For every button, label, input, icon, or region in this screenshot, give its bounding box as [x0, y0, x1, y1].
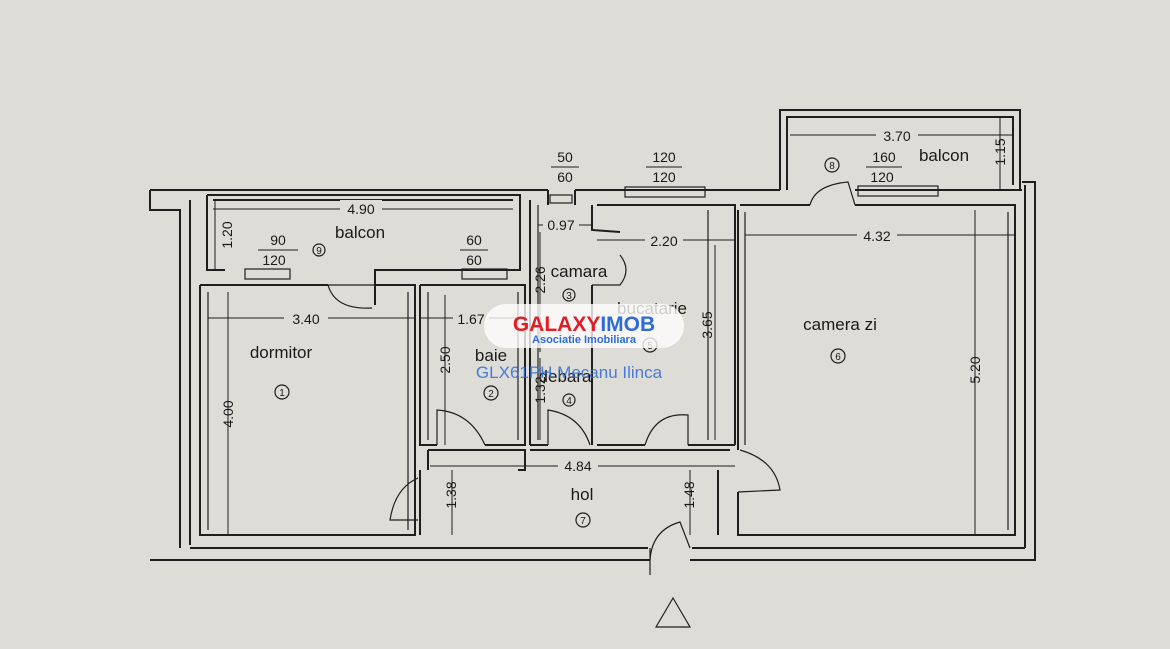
room-number-dormitor: 1 [279, 388, 285, 399]
dimension-labels: 4.90 1.20 3.40 4.00 1.67 2.50 0.97 2.26 … [219, 127, 1008, 509]
dim-baie-width: 1.67 [457, 311, 484, 327]
room-number-camara: 3 [566, 291, 572, 302]
window-labels: 90 120 60 60 50 60 120 120 160 120 [258, 149, 902, 268]
watermark-badge [484, 304, 684, 348]
entrance-triangle-icon [654, 596, 692, 628]
room-label-camera-zi: camera zi [803, 315, 877, 334]
room-baie [419, 284, 526, 446]
room-camera-zi [737, 185, 1016, 536]
room-dormitor [199, 284, 416, 536]
watermark-agent: GLX61PH Mecanu Ilinca [476, 363, 663, 382]
room-label-dormitor: dormitor [250, 343, 313, 362]
dim-balcon-left-width: 4.90 [347, 201, 374, 217]
room-label-camara: camara [551, 262, 608, 281]
window-label-top: 120 [652, 149, 676, 165]
room-label-baie: baie [475, 346, 507, 365]
room-label-balcon-right: balcon [919, 146, 969, 165]
room-number-balcon-right: 8 [829, 161, 835, 172]
window-label-bottom: 60 [466, 252, 482, 268]
dim-hol-left-depth: 1.38 [443, 481, 459, 508]
watermark-brand-right: IMOB [600, 313, 655, 336]
window-label-bottom: 120 [262, 252, 286, 268]
watermark-subtitle: Asociatie Imobiliara [532, 334, 637, 346]
dim-balcon-right-depth: 1.15 [992, 138, 1008, 165]
dim-bucatarie-depth: 3.65 [699, 311, 715, 338]
dim-camara-width: 0.97 [547, 217, 574, 233]
dim-camara-depth: 2.26 [532, 266, 548, 293]
balcon-right [779, 109, 1021, 206]
room-number-hol: 7 [580, 516, 586, 527]
dim-dormitor-width: 3.40 [292, 311, 319, 327]
dim-balcon-left-depth: 1.20 [219, 221, 235, 248]
watermark-brand-left: GALAXY [513, 313, 601, 336]
window-label-top: 50 [557, 149, 573, 165]
watermark: GALAXYIMOB Asociatie Imobiliara GLX61PH … [476, 304, 684, 382]
room-hol [389, 449, 730, 575]
dim-dormitor-depth: 4.00 [220, 400, 236, 427]
dim-debara-depth: 1.32 [532, 376, 548, 403]
dim-balcon-right-width: 3.70 [883, 128, 910, 144]
room-number-baie: 2 [488, 389, 494, 400]
room-number-balcon-left: 9 [316, 246, 322, 257]
room-number-debara: 4 [566, 396, 572, 407]
room-label-debara: debara [539, 367, 592, 386]
dim-camera-zi-width: 4.32 [863, 228, 890, 244]
dim-hol-right-depth: 1.48 [681, 481, 697, 508]
window-label-top: 60 [466, 232, 482, 248]
window-label-bottom: 60 [557, 169, 573, 185]
room-bucatarie [597, 186, 736, 446]
dim-bucatarie-width: 2.20 [650, 233, 677, 249]
window-label-bottom: 120 [870, 169, 894, 185]
room-label-balcon-left: balcon [335, 223, 385, 242]
dim-hol-width: 4.84 [564, 458, 591, 474]
window-label-bottom: 120 [652, 169, 676, 185]
room-number-camera-zi: 6 [835, 352, 841, 363]
dim-camera-zi-depth: 5.20 [967, 356, 983, 383]
svg-text:GALAXYIMOB: GALAXYIMOB [513, 313, 655, 336]
room-label-hol: hol [571, 485, 594, 504]
window-label-top: 90 [270, 232, 286, 248]
window-label-top: 160 [872, 149, 896, 165]
dim-baie-depth: 2.50 [437, 346, 453, 373]
